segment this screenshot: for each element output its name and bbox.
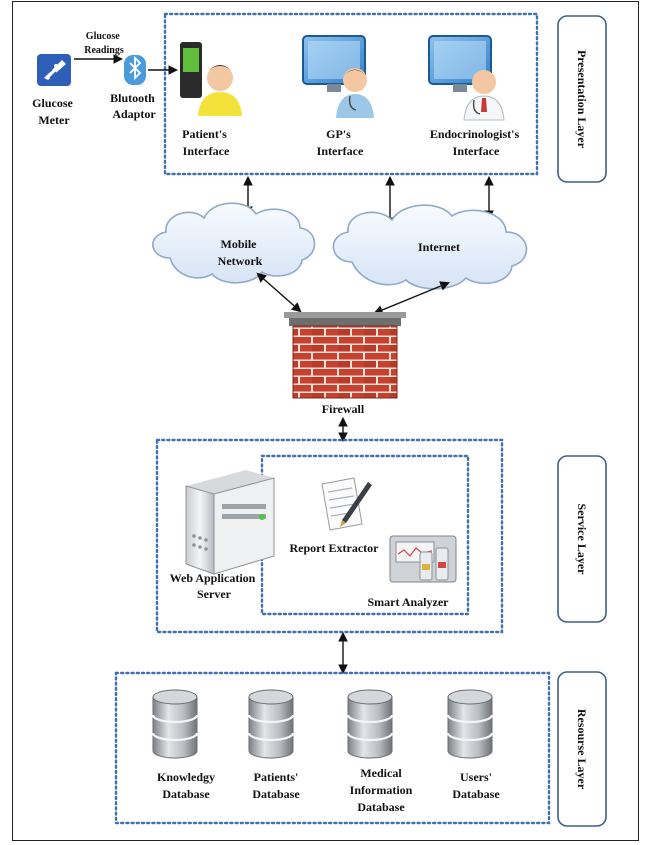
resource-layer-box — [114, 671, 551, 825]
svg-text:Mobile Network: Mobile Network — [218, 237, 263, 268]
internet-cloud: Internet — [332, 204, 528, 290]
service-layer-label: Service Layer — [557, 455, 607, 623]
gp-interface-label: GP's Interface — [317, 127, 364, 158]
network-firewall-arrow — [256, 272, 302, 313]
svg-text:Internet: Internet — [418, 240, 460, 254]
patient-icon — [180, 42, 242, 116]
smart-analyzer-icon — [389, 535, 457, 583]
patient-interface-label: Patient's Interface — [182, 127, 230, 158]
database-icon — [151, 689, 199, 759]
web-server-label: Web Application Server — [170, 571, 259, 601]
internet-firewall-arrow — [373, 281, 450, 315]
mobile-network-cloud: Mobile Network — [152, 202, 316, 284]
glucose-readings-label: Glucose Readings — [84, 31, 124, 56]
firewall-icon — [284, 312, 406, 399]
glucose-meter-label: Glucose Meter — [32, 96, 76, 127]
smart-analyzer-label: Smart Analyzer — [368, 595, 450, 609]
presentation-layer-label: Presentation Layer — [557, 15, 607, 183]
endocrinologist-icon — [428, 35, 505, 121]
database-icon — [446, 689, 494, 759]
service-inner-box — [260, 454, 470, 616]
service-layer-box — [155, 438, 504, 634]
database-icon — [247, 689, 295, 759]
bluetooth-label: Blutooth Adaptor — [110, 91, 158, 121]
web-server-icon — [185, 470, 275, 575]
bluetooth-icon — [124, 55, 146, 85]
presentation-layer-box — [163, 12, 539, 176]
database-icon — [346, 689, 394, 759]
gp-icon — [302, 35, 374, 118]
diagram-frame — [12, 1, 639, 841]
database-label: Users'Database — [452, 770, 500, 801]
report-extractor-label: Report Extractor — [290, 541, 380, 555]
svg-text:Resourse Layer: Resourse Layer — [575, 709, 589, 790]
glucose-meter-icon — [37, 54, 71, 86]
database-label: Patients'Database — [252, 770, 300, 801]
svg-text:Service Layer: Service Layer — [575, 504, 589, 576]
resource-layer-label: Resourse Layer — [557, 671, 607, 827]
firewall-label: Firewall — [322, 402, 365, 416]
report-document-icon — [321, 477, 372, 531]
endocrinologist-interface-label: Endocrinologist's Interface — [430, 127, 522, 158]
svg-text:Presentation Layer: Presentation Layer — [575, 50, 589, 149]
